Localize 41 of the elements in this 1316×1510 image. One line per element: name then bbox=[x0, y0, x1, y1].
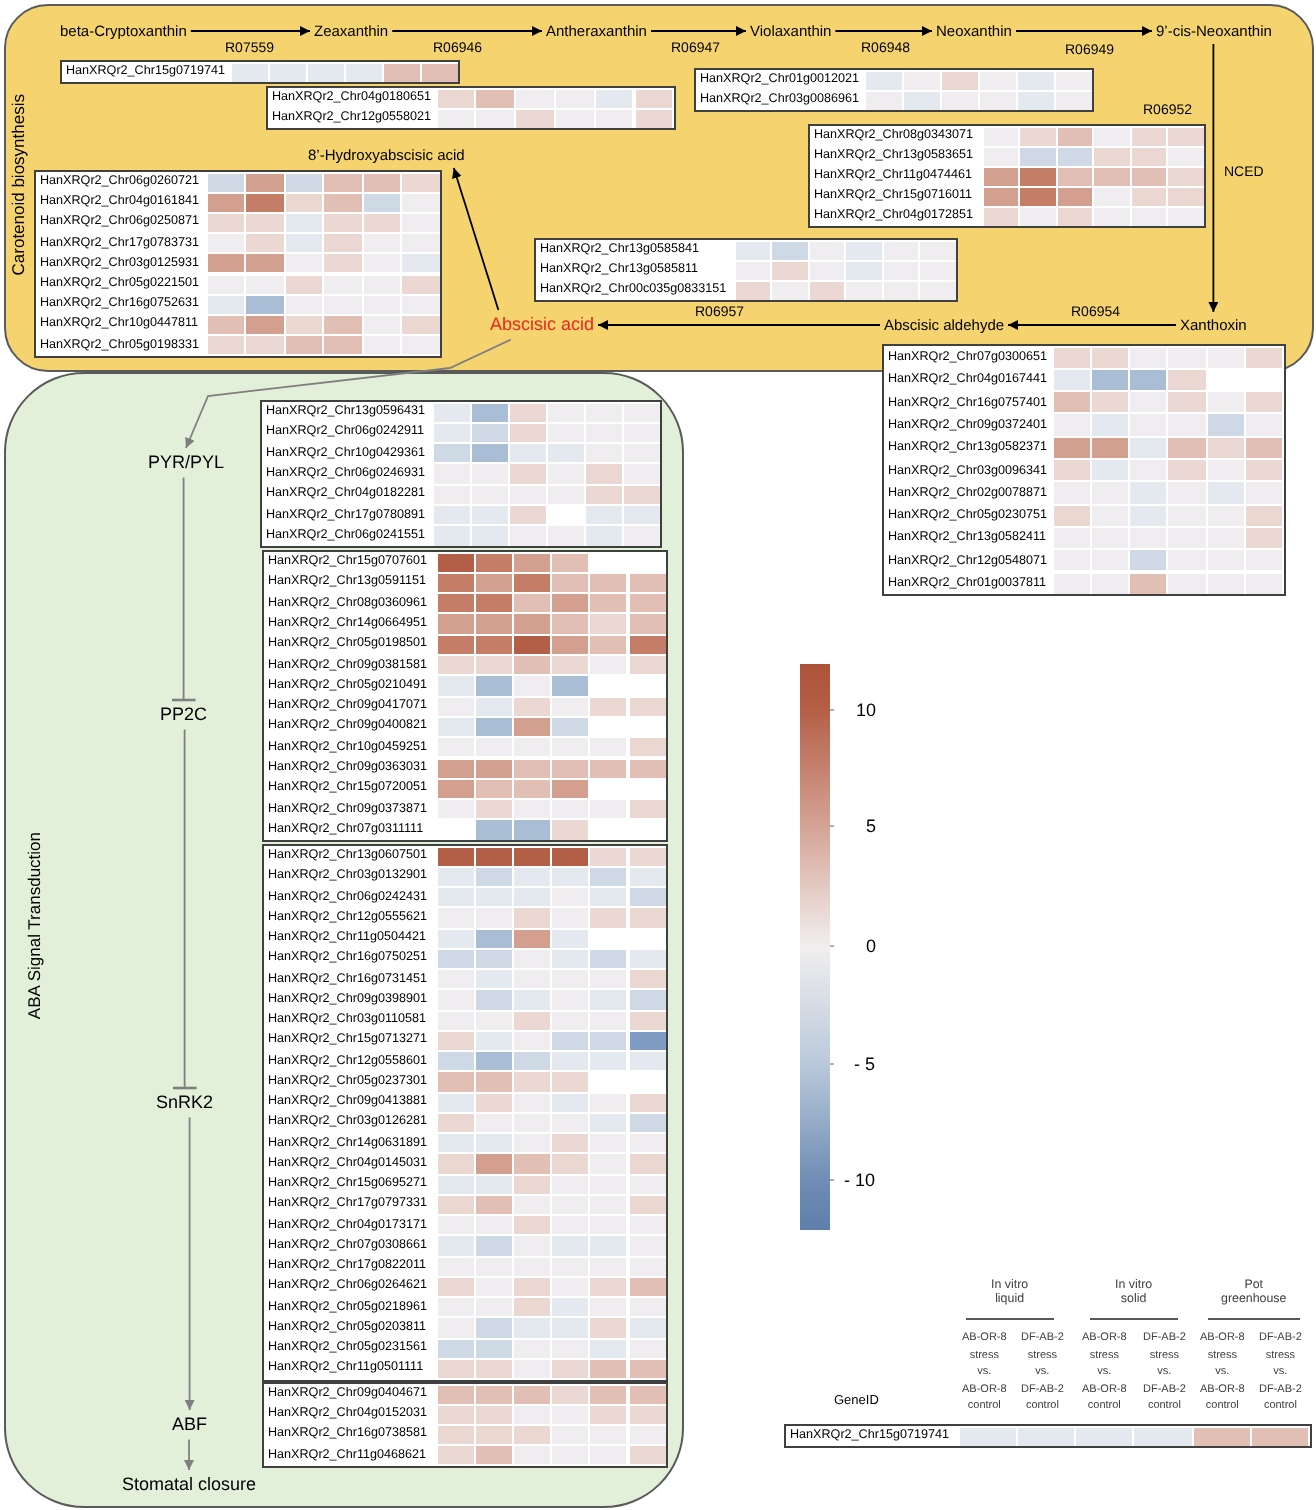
protein-family-label: ABF bbox=[172, 1414, 208, 1436]
heatmap-table bbox=[34, 170, 442, 358]
heatmap-table bbox=[694, 68, 1094, 112]
heatmap-table bbox=[266, 86, 676, 130]
scale-tick-label: - 5 bbox=[854, 1053, 876, 1075]
protein-family-label: SnRK2 bbox=[156, 1092, 214, 1114]
arrow bbox=[1015, 26, 1153, 36]
heatmap-table bbox=[260, 400, 662, 549]
arrow bbox=[391, 26, 543, 36]
arrow bbox=[834, 26, 933, 36]
scale-tick-label: 5 bbox=[866, 815, 877, 837]
inhibition-line bbox=[171, 728, 198, 1090]
heatmap-table bbox=[534, 238, 958, 302]
panel-title: Carotenoid biosynthesis bbox=[8, 93, 29, 275]
arrow bbox=[1208, 43, 1219, 313]
arrow bbox=[184, 1438, 194, 1471]
response-label: Stomatal closure bbox=[122, 1474, 257, 1496]
scale-tick-label: 10 bbox=[856, 699, 877, 721]
arrow bbox=[189, 26, 311, 36]
inhibition-line bbox=[170, 476, 197, 702]
metabolite-label: Abscisic acid bbox=[490, 314, 595, 336]
arrow bbox=[185, 338, 512, 449]
scale-tick-label: 0 bbox=[866, 935, 877, 957]
scale-tick-label: - 10 bbox=[844, 1169, 876, 1191]
protein-family-label: PYR/PYL bbox=[148, 452, 225, 474]
heatmap-table bbox=[882, 344, 1286, 597]
arrow bbox=[1007, 320, 1177, 330]
heatmap-table bbox=[262, 844, 669, 1381]
arrow bbox=[452, 167, 500, 311]
panel-title: ABA Signal Transduction bbox=[24, 832, 45, 1020]
protein-family-label: PP2C bbox=[160, 704, 208, 726]
arrow bbox=[650, 26, 747, 36]
arrow bbox=[184, 1116, 195, 1411]
heatmap-table bbox=[808, 124, 1206, 228]
heatmap-table bbox=[262, 1382, 669, 1468]
pathway-panel bbox=[4, 372, 684, 1508]
pathway-panel bbox=[4, 4, 1314, 372]
heatmap-table bbox=[784, 1424, 1312, 1448]
heatmap-table bbox=[60, 60, 460, 84]
heatmap-table bbox=[262, 550, 669, 843]
arrow bbox=[597, 320, 881, 330]
